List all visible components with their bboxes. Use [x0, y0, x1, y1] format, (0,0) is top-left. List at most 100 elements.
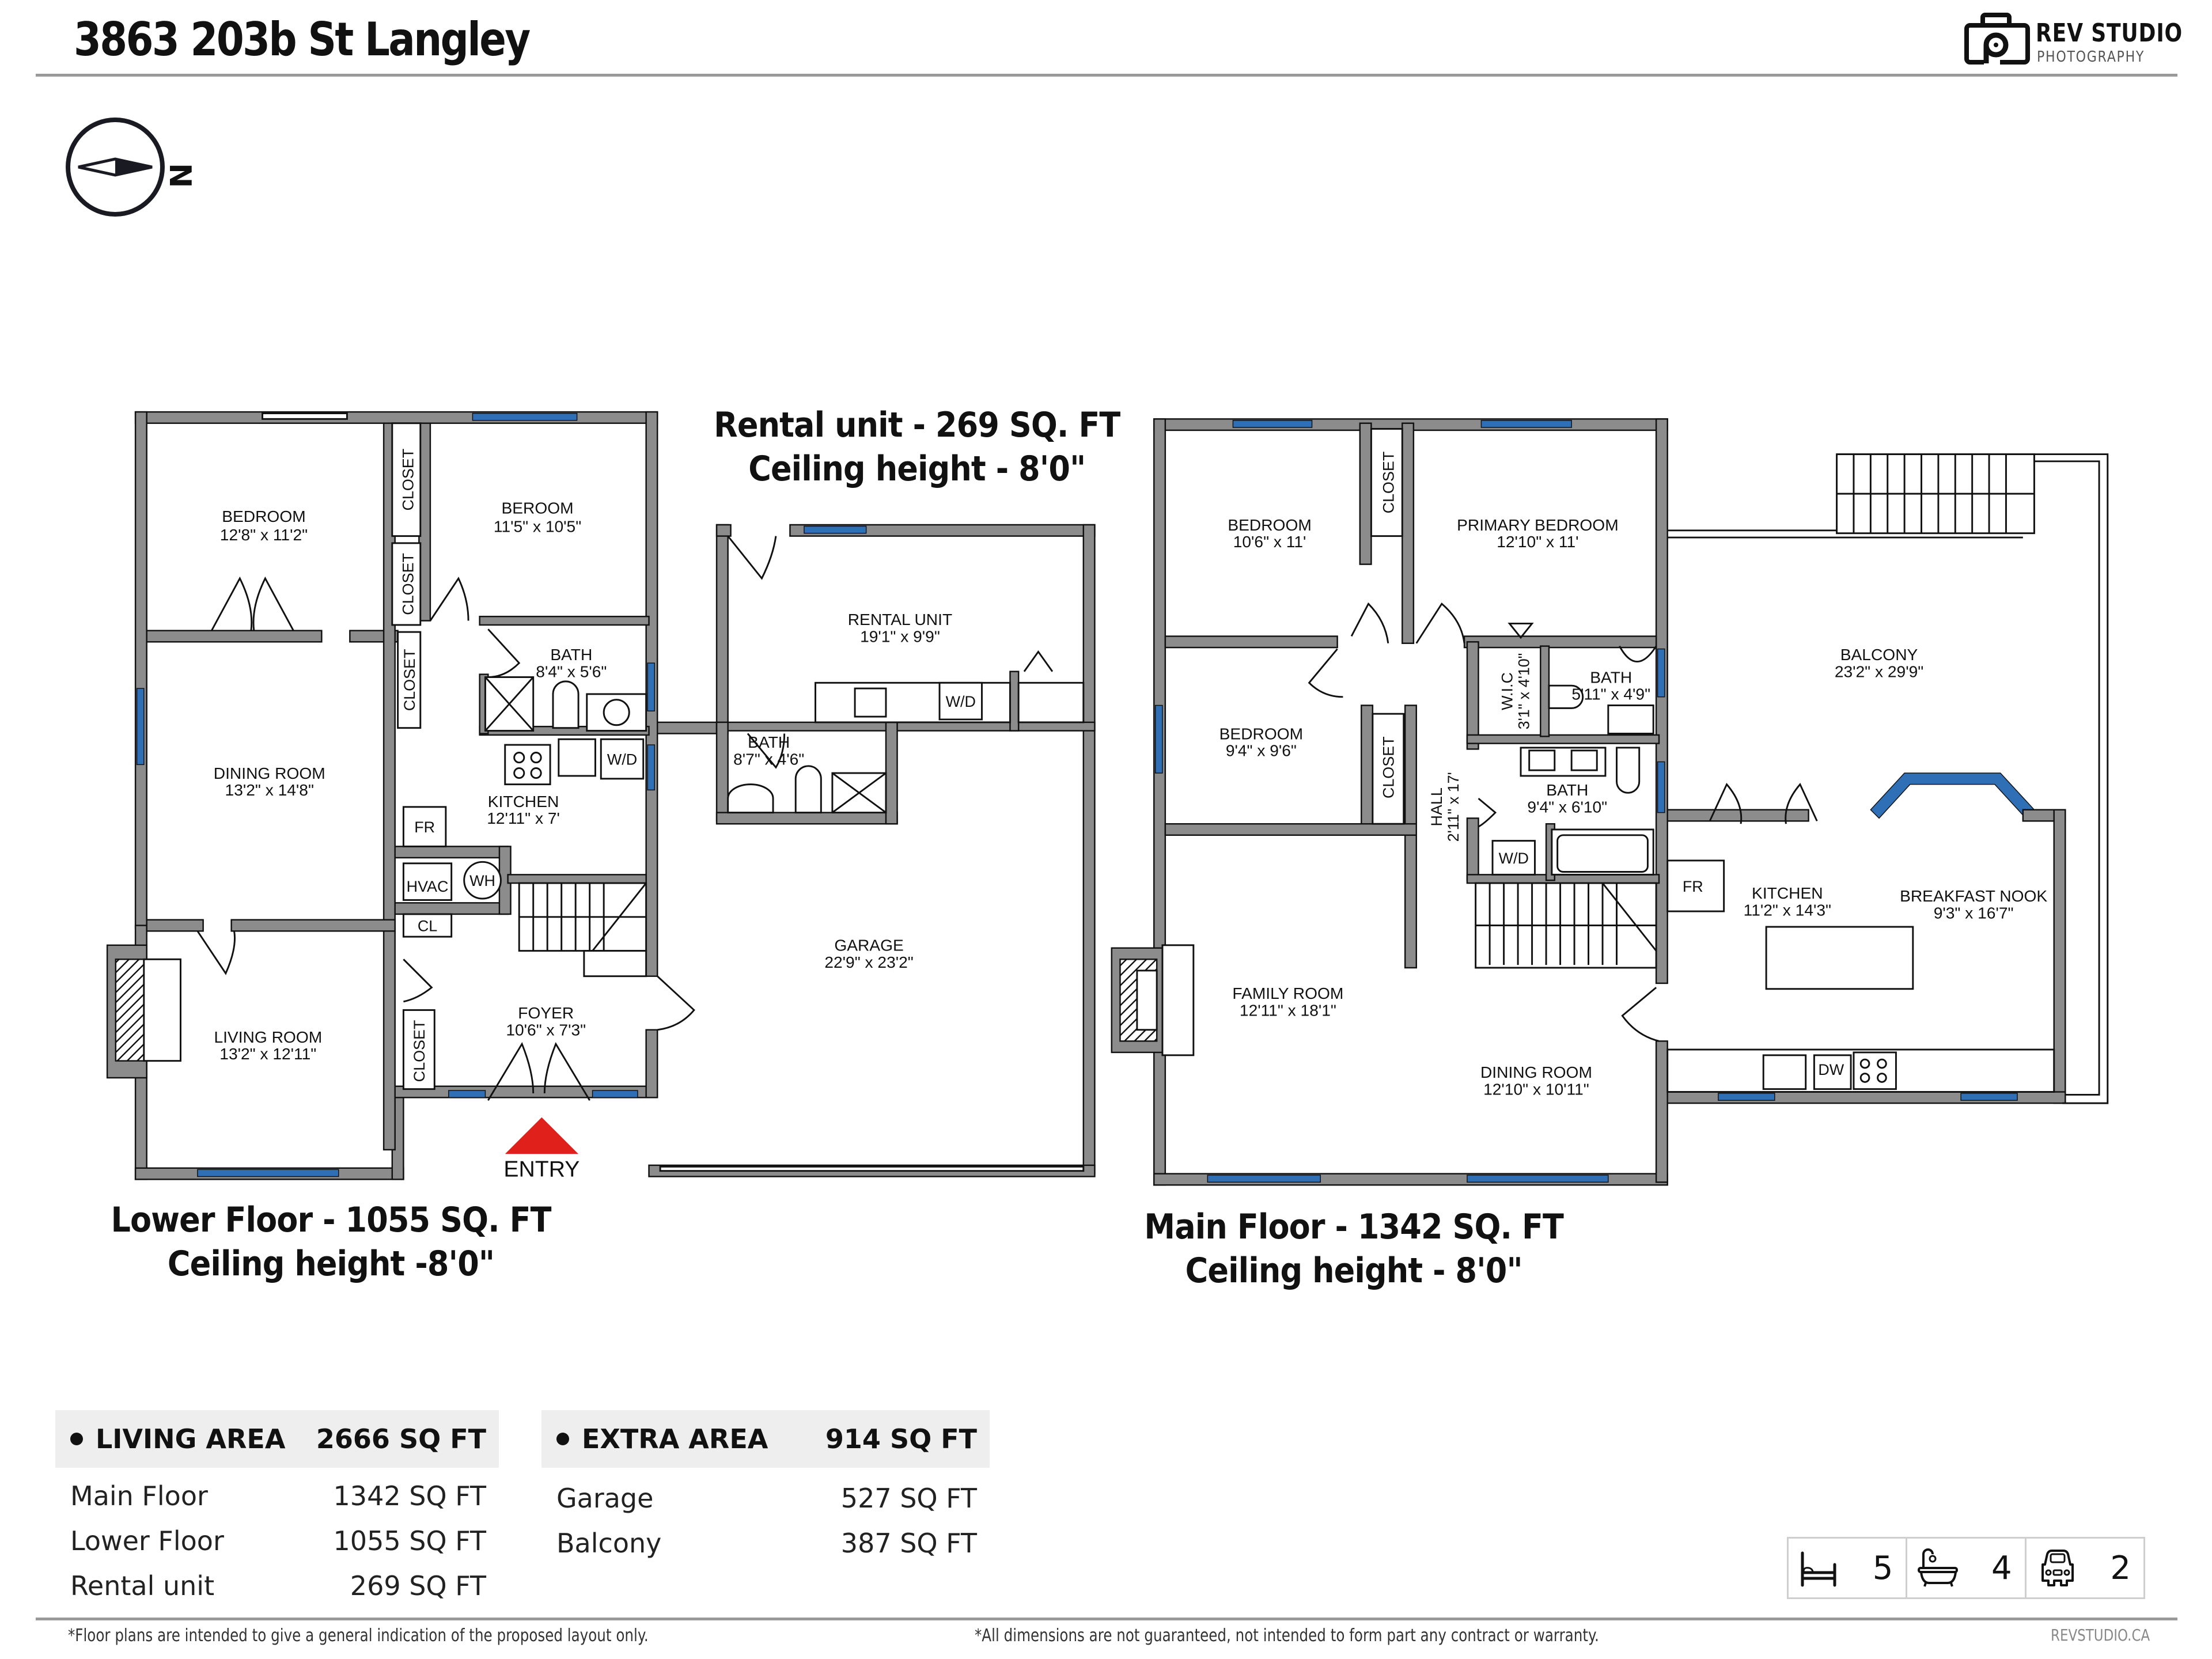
main-floor-plan: BEDROOM 10'6" x 11' PRIMARY BEDROOM 12'1…: [1111, 418, 2109, 1186]
bullet-icon: [556, 1433, 569, 1445]
svg-text:WH: WH: [469, 872, 495, 889]
svg-text:11'5" x 10'5": 11'5" x 10'5": [494, 517, 581, 535]
svg-text:FR: FR: [414, 819, 435, 836]
svg-text:KITCHEN: KITCHEN: [488, 793, 559, 810]
svg-text:19'1" x 9'9": 19'1" x 9'9": [860, 627, 940, 645]
svg-text:DW: DW: [1818, 1061, 1844, 1078]
svg-text:DINING ROOM: DINING ROOM: [1480, 1063, 1592, 1081]
car-icon: [2041, 1550, 2074, 1586]
svg-text:BEROOM: BEROOM: [501, 499, 573, 517]
brand-name: REV STUDIO: [2036, 18, 2183, 48]
rental-garage-plan: RENTAL UNIT 19'1" x 9'9" BATH 8'7" x 4'6…: [648, 524, 1096, 1177]
svg-text:9'4" x 6'10": 9'4" x 6'10": [1527, 798, 1607, 816]
lower-stairs: [518, 882, 647, 978]
svg-text:9'4" x 9'6": 9'4" x 9'6": [1226, 742, 1297, 760]
dimensions-disclaimer: *All dimensions are not guaranteed, not …: [975, 1626, 1599, 1646]
brand-logo: REV STUDIO PHOTOGRAPHY: [1964, 10, 2182, 68]
svg-text:GARAGE: GARAGE: [834, 937, 903, 955]
compass: N: [62, 115, 200, 225]
svg-text:W.I.C: W.I.C: [1498, 672, 1516, 710]
svg-text:RENTAL UNIT: RENTAL UNIT: [848, 611, 952, 628]
svg-text:5'11" x 4'9": 5'11" x 4'9": [1571, 685, 1650, 703]
svg-text:2'11" x 17': 2'11" x 17': [1445, 772, 1462, 842]
svg-text:HVAC: HVAC: [407, 878, 449, 895]
page-title: 3863 203b St Langley: [74, 13, 531, 66]
svg-text:W/D: W/D: [607, 751, 637, 768]
svg-text:10'6" x 7'3": 10'6" x 7'3": [506, 1021, 586, 1039]
svg-text:CLOSET: CLOSET: [401, 649, 418, 711]
parking-stat: 2: [2027, 1539, 2143, 1597]
main-stairs: [1475, 882, 1657, 969]
svg-text:FR: FR: [1683, 878, 1703, 895]
floorplan-disclaimer: *Floor plans are intended to give a gene…: [68, 1626, 649, 1646]
svg-text:BEDROOM: BEDROOM: [1228, 516, 1311, 534]
svg-text:CL: CL: [418, 917, 437, 934]
svg-text:BREAKFAST NOOK: BREAKFAST NOOK: [1900, 887, 2047, 905]
svg-text:13'2" x 12'11": 13'2" x 12'11": [219, 1045, 316, 1063]
svg-text:N: N: [162, 163, 197, 188]
svg-text:BALCONY: BALCONY: [1840, 646, 1918, 664]
extra-area-total: 914 SQ FT: [825, 1423, 977, 1455]
svg-text:BATH: BATH: [1590, 668, 1632, 686]
camera-icon: [1964, 13, 2030, 65]
balcony-stairs: [1836, 453, 2035, 535]
svg-text:12'8" x 11'2": 12'8" x 11'2": [220, 526, 308, 544]
property-stats: 5 4 2: [1787, 1537, 2145, 1599]
living-area-total: 2666 SQ FT: [316, 1423, 486, 1455]
svg-text:LIVING ROOM: LIVING ROOM: [214, 1028, 322, 1046]
svg-text:8'7" x 4'6": 8'7" x 4'6": [733, 750, 804, 768]
svg-text:BATH: BATH: [550, 646, 592, 664]
svg-text:ENTRY: ENTRY: [503, 1157, 579, 1181]
svg-text:BEDROOM: BEDROOM: [222, 507, 305, 525]
svg-text:12'10" x 10'11": 12'10" x 10'11": [1483, 1080, 1589, 1098]
svg-text:CLOSET: CLOSET: [1380, 452, 1397, 514]
svg-text:HALL: HALL: [1428, 787, 1445, 826]
extra-area-header: EXTRA AREA 914 SQ FT: [541, 1410, 990, 1468]
svg-text:3'1" x 4'10": 3'1" x 4'10": [1516, 653, 1533, 730]
svg-text:KITCHEN: KITCHEN: [1752, 884, 1823, 902]
svg-text:CLOSET: CLOSET: [411, 1020, 428, 1082]
svg-text:12'11" x 18'1": 12'11" x 18'1": [1240, 1001, 1336, 1019]
svg-text:CLOSET: CLOSET: [400, 449, 417, 511]
svg-text:8'4" x 5'6": 8'4" x 5'6": [536, 663, 607, 681]
svg-text:BATH: BATH: [1546, 781, 1588, 799]
svg-text:W/D: W/D: [1499, 850, 1529, 867]
svg-text:BEDROOM: BEDROOM: [1219, 725, 1303, 743]
svg-text:11'2" x 14'3": 11'2" x 14'3": [1744, 901, 1831, 919]
svg-text:13'2" x 14'8": 13'2" x 14'8": [225, 781, 314, 799]
svg-text:CLOSET: CLOSET: [400, 553, 417, 615]
bathtub-icon: [1918, 1548, 1959, 1587]
website-link[interactable]: REVSTUDIO.CA: [2051, 1626, 2150, 1645]
entry-marker-icon: [505, 1117, 579, 1154]
svg-text:12'11" x 7': 12'11" x 7': [487, 809, 560, 827]
svg-text:DINING ROOM: DINING ROOM: [214, 764, 325, 782]
brand-tagline: PHOTOGRAPHY: [2037, 48, 2145, 66]
bedrooms-stat: 5: [1789, 1539, 1908, 1597]
header-divider: [36, 74, 2177, 77]
svg-text:W/D: W/D: [946, 693, 976, 710]
footer-divider: [36, 1618, 2177, 1620]
living-area-header: LIVING AREA 2666 SQ FT: [55, 1410, 499, 1468]
bathrooms-stat: 4: [1907, 1539, 2027, 1597]
svg-text:9'3" x 16'7": 9'3" x 16'7": [1934, 904, 2014, 922]
compass-north-icon: N: [66, 118, 197, 217]
svg-text:BATH: BATH: [748, 733, 790, 751]
svg-text:CLOSET: CLOSET: [1380, 736, 1397, 798]
svg-text:PRIMARY BEDROOM: PRIMARY BEDROOM: [1457, 516, 1619, 534]
lower-floor-plan: BEDROOM 12'8" x 11'2" BEROOM 11'5" x 10'…: [106, 411, 695, 1181]
svg-text:12'10" x 11': 12'10" x 11': [1497, 533, 1578, 551]
svg-text:FAMILY ROOM: FAMILY ROOM: [1232, 984, 1343, 1002]
svg-text:22'9" x 23'2": 22'9" x 23'2": [824, 953, 913, 971]
bed-icon: [1801, 1551, 1836, 1587]
svg-text:23'2" x 29'9": 23'2" x 29'9": [1835, 663, 1923, 681]
